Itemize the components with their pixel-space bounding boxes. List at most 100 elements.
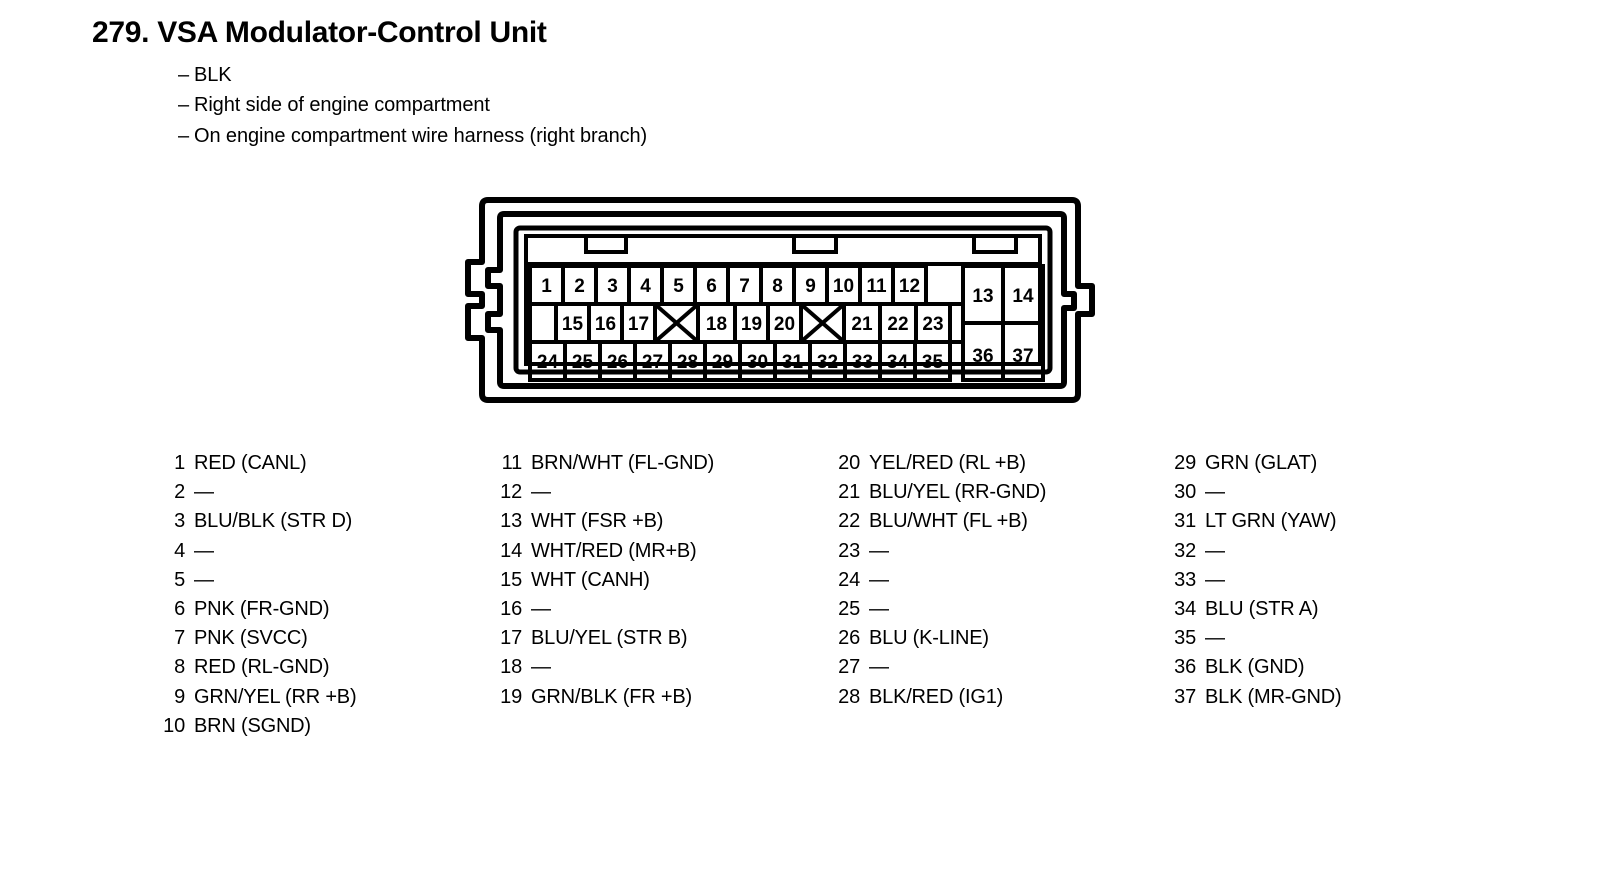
pin-number: 22 [838,510,860,533]
pin-description: — [1205,481,1225,504]
pin-label-14: 14 [1012,286,1034,307]
top-notch-3 [972,234,1018,254]
pin-list-item: 5— [155,569,356,598]
pin-number: 17 [500,627,522,650]
pin-description: — [531,597,551,620]
pin-number: 37 [1174,685,1196,708]
pin-description: BRN (SGND) [194,714,311,737]
pin-description: BLU/WHT (FL +B) [869,510,1028,533]
pin-number: 27 [838,656,860,679]
pin-number: 5 [174,568,185,591]
pin-large-cells: 13 14 36 37 [961,264,1045,382]
pin-number: 13 [500,510,522,533]
pin-label-16: 16 [595,314,616,335]
pin-list-item: 13 WHT (FSR +B) [492,510,714,539]
subtitle-text: BLK [194,64,232,86]
pin-number: 21 [838,481,860,504]
pin-label-24: 24 [537,352,559,373]
pin-label-1: 1 [541,276,552,297]
pin-number: 26 [838,627,860,650]
pin-description: — [869,656,889,679]
pin-number: 18 [500,656,522,679]
pin-label-26: 26 [607,352,628,373]
pin-label-3: 3 [607,276,618,297]
pin-list-item: 32— [1166,540,1342,569]
pin-number: 7 [174,627,185,650]
subtitle-line-1: –Right side of engine compartment [178,90,647,120]
pin-label-30: 30 [747,352,768,373]
subtitle-list: –BLK –Right side of engine compartment –… [92,60,647,151]
pin-description: — [531,481,551,504]
pin-description: BLK (MR-GND) [1205,685,1342,708]
pin-label-25: 25 [572,352,594,373]
pin-number: 4 [174,539,185,562]
subtitle-line-0: –BLK [178,60,647,90]
subtitle-text: Right side of engine compartment [194,94,490,117]
pin-label-8: 8 [772,276,783,297]
pin-number: 34 [1174,597,1196,620]
pin-label-12: 12 [899,276,920,297]
pin-description: — [1205,568,1225,591]
connector-pinout-diagram: 1 2 3 4 5 6 7 8 9 10 11 12 [460,190,1110,430]
pin-list-item: 18— [492,656,714,685]
pin-description: — [194,539,214,562]
pin-description: — [194,568,214,591]
pin-label-23: 23 [922,314,943,335]
pin-list-item: 25— [830,598,1046,627]
pin-label-36: 36 [972,346,993,367]
pin-number: 32 [1174,539,1196,562]
pin-number: 14 [500,539,522,562]
pin-description: BRN/WHT (FL-GND) [531,452,715,474]
pin-number: 3 [174,510,185,533]
pin-number: 16 [500,597,522,620]
pin-description: BLK/RED (IG1) [869,685,1004,708]
pin-number: 33 [1174,568,1196,591]
pin-label-5: 5 [673,276,684,297]
connector-outer-shell [465,197,1095,403]
pin-label-28: 28 [677,352,698,373]
pin-description: — [869,597,889,620]
pin-description: LT GRN (YAW) [1205,510,1337,533]
pin-label-19: 19 [741,314,762,335]
pin-description: WHT (FSR +B) [531,510,664,533]
pin-label-32: 32 [817,352,838,373]
pin-description: GRN/BLK (FR +B) [531,685,692,708]
pin-description: BLU/BLK (STR D) [194,510,353,533]
pin-label-10: 10 [833,276,854,297]
pin-description: RED (RL-GND) [194,656,330,679]
page-title: 279. VSA Modulator-Control Unit [92,16,547,49]
connector-body-rim [513,225,1053,375]
pin-label-17: 17 [628,314,649,335]
pin-label-7: 7 [739,276,750,297]
pin-label-11: 11 [866,276,887,297]
pin-label-20: 20 [774,314,795,335]
pin-number: 11 [501,452,523,474]
bullet-dash: – [178,64,190,86]
pin-cell-37 [1001,321,1045,382]
top-notch-1 [584,234,628,254]
pin-list-item: 24— [830,569,1046,598]
pin-label-6: 6 [706,276,717,297]
pin-description: — [1205,627,1225,650]
pin-description: BLU/YEL (STR B) [531,627,688,650]
pin-label-4: 4 [640,276,651,297]
unused-x-stroke [801,304,844,342]
pin-number: 2 [174,481,185,504]
pin-label-13: 13 [972,286,993,307]
pin-number: 10 [163,714,185,737]
pin-number: 36 [1174,656,1196,679]
pin-description: GRN (GLAT) [1205,452,1318,474]
pin-description: BLU (K-LINE) [869,627,989,650]
pin-list-item: 11 BRN/WHT (FL-GND) [492,452,715,481]
pin-label-22: 22 [887,314,908,335]
pin-label-34: 34 [887,352,909,373]
